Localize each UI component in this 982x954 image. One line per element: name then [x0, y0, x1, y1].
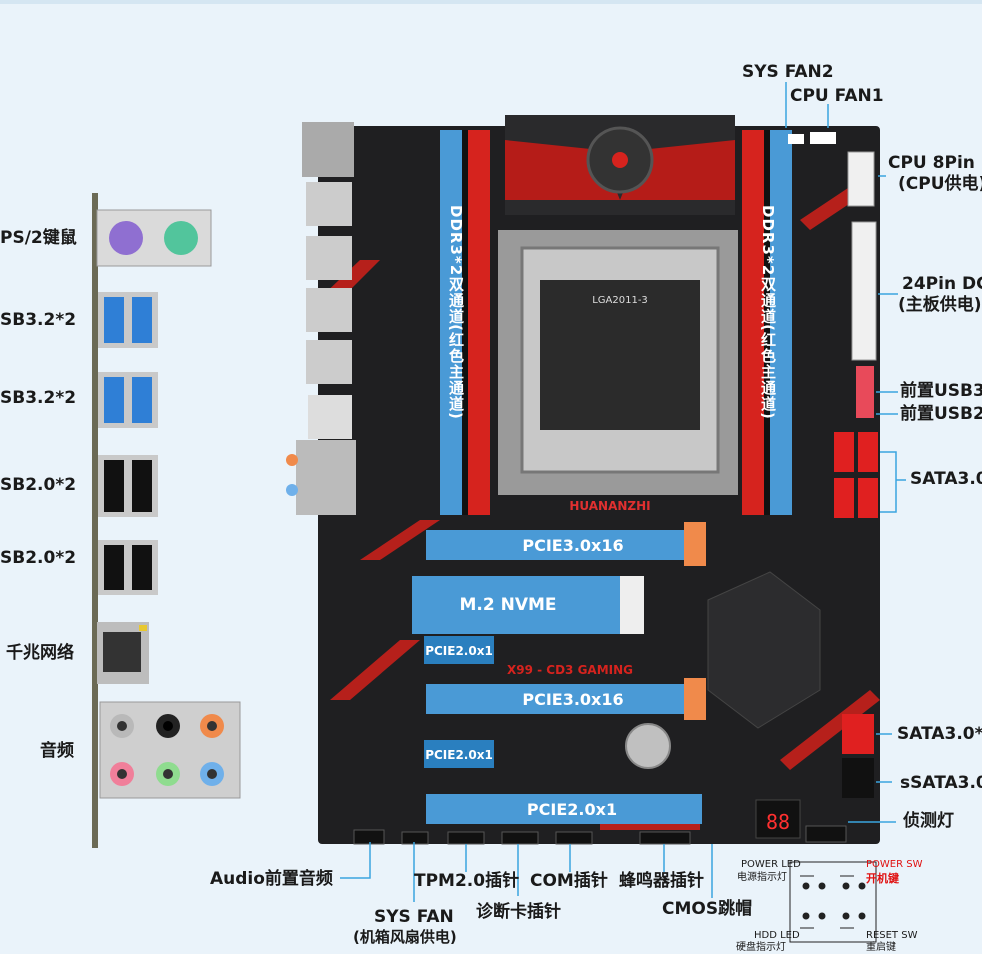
- label-sys-fan-sub: (机箱风扇供电): [353, 928, 457, 946]
- label-tpm: TPM2.0插针: [414, 871, 520, 891]
- ps2-mouse-port: [164, 221, 198, 255]
- io-bracket-edge: [92, 193, 98, 848]
- label-power-led: POWER LED: [741, 859, 801, 870]
- chipset-heatsink: [707, 571, 821, 729]
- lan-port: [97, 622, 149, 684]
- label-power-led-cn: 电源指示灯: [737, 872, 787, 883]
- label-cmos: CMOS跳帽: [662, 899, 753, 919]
- pcie-x1-b-slot: [424, 740, 494, 768]
- brand-label: HUANANZHI: [569, 499, 650, 513]
- label-audio-front: Audio前置音频: [210, 869, 333, 889]
- label-24pin-sub: (主板供电): [898, 295, 982, 315]
- cpu-fan1-header: [810, 132, 836, 144]
- label-com: COM插针: [530, 871, 608, 891]
- debug-led-display: [755, 799, 801, 839]
- ddr-slots-left: [440, 130, 490, 515]
- board-rear-io: [286, 122, 356, 515]
- label-buzzer: 蜂鸣器插针: [619, 871, 704, 891]
- ddr-slots-right: [742, 130, 792, 515]
- ddr-right-label: DDR3*2双通道(红色主通道): [759, 205, 777, 420]
- label-ssata: sSATA3.0: [900, 773, 982, 793]
- usb20-port-a: [98, 455, 158, 517]
- pcie1-slot: [426, 530, 696, 560]
- cmos-battery: [625, 723, 671, 769]
- sata-ports: [834, 432, 878, 798]
- label-usb32-b: SB3.2*2: [0, 388, 77, 408]
- pcie-x1-c-slot: [426, 794, 702, 824]
- m2-slot: [412, 576, 620, 634]
- m2-label: M.2 NVME: [459, 595, 556, 615]
- label-front-usb3: 前置USB3: [900, 381, 982, 401]
- label-24pin: 24Pin DC: [902, 274, 982, 294]
- front-usb-header: [856, 366, 874, 418]
- label-front-usb2: 前置USB2: [900, 404, 982, 424]
- socket-label: LGA2011-3: [592, 295, 648, 306]
- leader-lines: [340, 82, 906, 902]
- label-usb20-b: SB2.0*2: [0, 548, 77, 568]
- usb20-port-b: [98, 540, 158, 595]
- debug-digits: 88: [766, 810, 790, 834]
- sys-fan2-header: [788, 134, 804, 144]
- label-sys-fan2: SYS FAN2: [742, 62, 834, 82]
- front-panel-diagram: [789, 861, 877, 943]
- 24pin-connector: [851, 221, 877, 361]
- ddr-left-label: DDR3*2双通道(红色主通道): [447, 205, 465, 420]
- label-hdd-led: HDD LED: [754, 930, 800, 941]
- usb32-port-b: [98, 372, 158, 428]
- label-cpu-8pin: CPU 8Pin: [888, 153, 975, 173]
- label-cpu-8pin-sub: (CPU供电): [898, 174, 982, 194]
- ps2-keyboard-port: [109, 221, 143, 255]
- label-lan: 千兆网络: [6, 643, 74, 663]
- label-debug-led: 侦测灯: [903, 811, 954, 831]
- usb32-port-a: [98, 292, 158, 348]
- label-cpu-fan1: CPU FAN1: [790, 86, 884, 106]
- label-power-sw-cn: 开机键: [866, 872, 899, 885]
- label-sata-single: SATA3.0*: [897, 724, 982, 744]
- label-power-sw: POWER SW: [866, 859, 923, 870]
- pcie-x1-c-label: PCIE2.0x1: [527, 800, 617, 819]
- cpu-8pin-connector: [847, 151, 875, 207]
- pcie-x1-b-label: PCIE2.0x1: [425, 748, 493, 762]
- pcie2-label: PCIE3.0x16: [522, 690, 623, 709]
- label-sys-fan: SYS FAN: [374, 907, 454, 927]
- label-usb20-a: SB2.0*2: [0, 475, 77, 495]
- label-reset-sw: RESET SW: [866, 930, 918, 941]
- pcie2-slot: [426, 684, 696, 714]
- label-reset-sw-cn: 重启键: [866, 942, 896, 953]
- bottom-headers: [353, 825, 847, 845]
- label-debug-card: 诊断卡插针: [476, 902, 561, 922]
- label-hdd-led-cn: 硬盘指示灯: [736, 942, 786, 953]
- model-label: X99 - CD3 GAMING: [507, 663, 633, 677]
- label-ps2: PS/2键鼠: [0, 228, 77, 248]
- label-usb32-a: SB3.2*2: [0, 310, 77, 330]
- audio-jacks: [99, 701, 241, 799]
- label-sata-group: SATA3.0: [910, 469, 982, 489]
- pcie-x1-a-slot: [424, 636, 494, 664]
- pcie-x1-a-label: PCIE2.0x1: [425, 644, 493, 658]
- top-border: [0, 0, 982, 4]
- pcie1-label: PCIE3.0x16: [522, 536, 623, 555]
- label-audio: 音频: [40, 741, 74, 761]
